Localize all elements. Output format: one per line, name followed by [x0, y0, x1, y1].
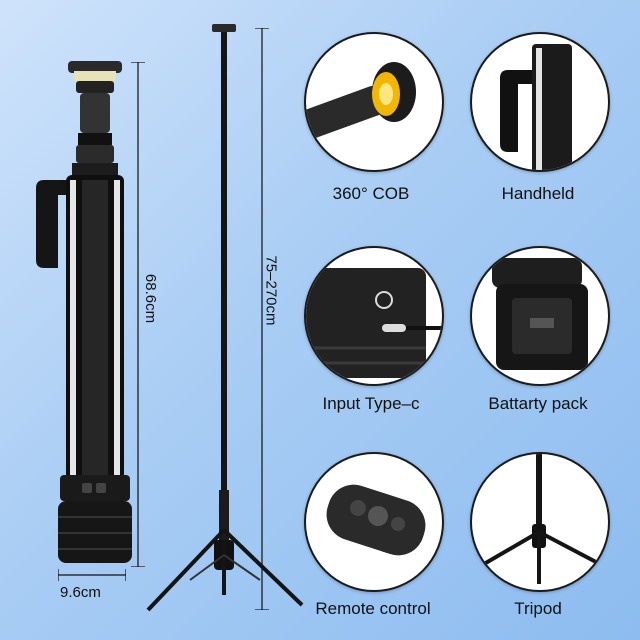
- feature-label-cob: 360° COB: [332, 184, 410, 203]
- collapsed-light-image: [36, 61, 132, 563]
- feature-label-type-c: Input Type–c: [322, 394, 420, 413]
- battery-feature-image: [470, 246, 610, 386]
- cob-light-icon: [306, 62, 416, 140]
- battery-adapter-icon: [492, 258, 588, 370]
- extended-height-dimension-line: [255, 28, 269, 610]
- remote-feature-image: [304, 452, 444, 592]
- width-label: 9.6cm: [60, 584, 101, 601]
- extended-height-label: 75–270cm: [262, 255, 280, 326]
- feature-label-tripod: Tripod: [514, 599, 562, 618]
- extended-tripod-image: [146, 24, 304, 612]
- feature-label-remote: Remote control: [315, 599, 431, 618]
- cob-feature-image: [304, 32, 444, 172]
- width-dimension-line: [58, 569, 126, 581]
- tripod-feature-image: [470, 452, 610, 592]
- feature-label-handheld: Handheld: [501, 184, 575, 203]
- handheld-feature-image: [470, 32, 610, 172]
- type-c-feature-image: [304, 246, 444, 386]
- remote-control-icon: [326, 484, 426, 556]
- feature-label-battery: Battarty pack: [488, 394, 588, 413]
- usb-c-port-icon: [306, 268, 442, 378]
- handle-icon: [500, 44, 572, 170]
- tripod-icon: [482, 454, 597, 584]
- height-dimension-line: [131, 62, 145, 567]
